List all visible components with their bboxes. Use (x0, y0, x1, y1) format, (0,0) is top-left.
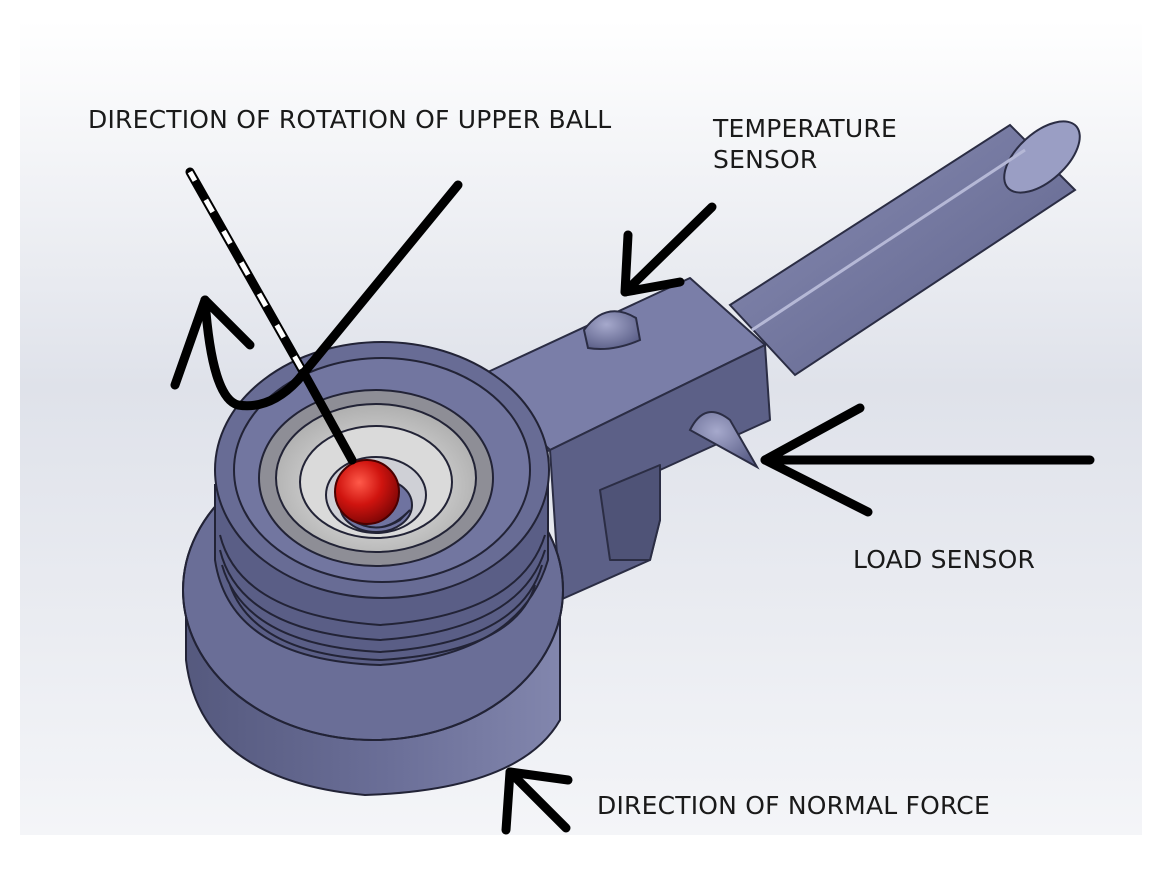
upper-ball (334, 459, 400, 525)
normal-force-label: DIRECTION OF NORMAL FORCE (597, 791, 990, 820)
rotation-label: DIRECTION OF ROTATION OF UPPER BALL (88, 105, 612, 134)
temperature-label-line1: TEMPERATURE (713, 114, 897, 143)
rotation-axis (185, 167, 357, 465)
sensor-block (429, 277, 771, 601)
shaft (728, 120, 1081, 377)
temperature-sensor-label: TEMPERATURE SENSOR (713, 113, 897, 175)
load-sensor-label: LOAD SENSOR (853, 545, 1036, 574)
temperature-label-line2: SENSOR (713, 145, 818, 174)
load-arrow (760, 403, 1095, 517)
rotation-arrow (170, 180, 463, 411)
load-sensor (688, 411, 760, 470)
temperature-sensor (582, 310, 642, 350)
temperature-arrow (620, 202, 717, 297)
normal-force-arrow (501, 767, 573, 835)
